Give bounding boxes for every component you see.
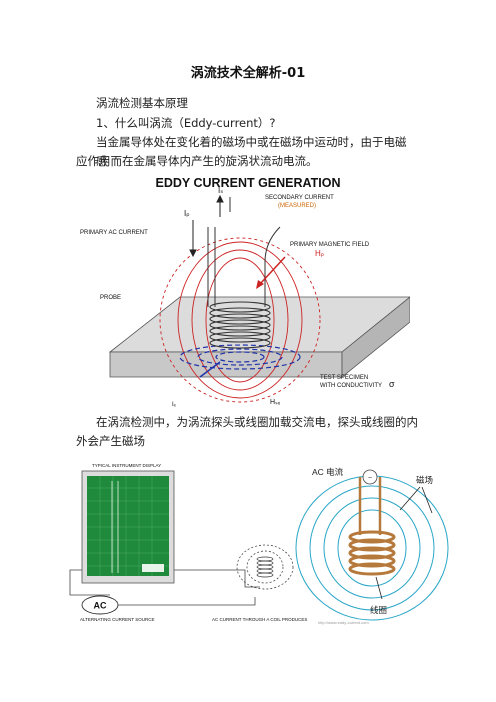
- question-heading: 1、什么叫涡流（Eddy-current）?: [96, 116, 276, 130]
- eddy-current-loops: [179, 344, 301, 370]
- label-measured: (MEASURED): [278, 203, 316, 209]
- paragraph-definition-line1: 当金属导体处在变化着的磁场中或在磁场中运动时，由于电磁感: [96, 135, 407, 168]
- svg-text:~: ~: [368, 475, 372, 482]
- ac-source: AC ALTERNATING CURRENT SOURCE: [80, 595, 155, 622]
- paragraph-probe-line1: 在涡流检测中，为涡流探头或线圈加载交流电，探头或线圈的内: [96, 415, 418, 429]
- small-coil: [236, 544, 294, 590]
- connection-wires: [69, 569, 260, 606]
- section-heading: 涡流检测基本原理: [96, 96, 188, 110]
- paragraph-probe-line2: 外会产生磁场: [76, 434, 145, 448]
- watermark: http://www.eddy-current.com: [318, 620, 369, 625]
- field-lines: [295, 475, 449, 621]
- paragraph-definition-line2: 应作用而在金属导体内产生的旋涡状流动电流。: [76, 154, 318, 168]
- label-primary-magnetic-field: PRIMARY MAGNETIC FIELD: [290, 242, 370, 248]
- coil-magnetic-field-figure: TYPICAL INSTRUMENT DISPLAY AC ALTERNATIN…: [69, 463, 449, 625]
- instrument-display: TYPICAL INSTRUMENT DISPLAY: [81, 463, 175, 584]
- ac-current-label: AC 电流: [312, 467, 344, 477]
- large-coil: [348, 477, 396, 576]
- label-secondary-current: SECONDARY CURRENT: [265, 195, 334, 201]
- label-hp: Hₚ: [315, 249, 324, 258]
- current-arrows: [189, 194, 224, 258]
- probe-coil: [209, 301, 271, 349]
- label-probe: PROBE: [100, 295, 121, 301]
- display-screen: [87, 476, 169, 576]
- field-label: 磁场: [416, 475, 433, 485]
- label-ip: Iₚ: [184, 209, 190, 218]
- eddy-arrow: [199, 361, 221, 378]
- label-conductivity: WITH CONDUCTIVITY: [320, 383, 382, 389]
- ac-source-caption: ALTERNATING CURRENT SOURCE: [80, 617, 155, 622]
- display-title: TYPICAL INSTRUMENT DISPLAY: [92, 463, 161, 468]
- figure1-heading: EDDY CURRENT GENERATION: [156, 176, 341, 190]
- coil-label: 线圈: [370, 605, 387, 615]
- label-ie: Iₑ: [172, 402, 177, 408]
- field-arrow: [259, 256, 286, 285]
- label-sigma: σ: [389, 379, 395, 389]
- label-is: Iₛ: [218, 186, 223, 195]
- eddy-current-generation-figure: EDDY CURRENT GENERATION: [80, 176, 410, 408]
- primary-field-lines: [159, 237, 321, 403]
- document-title: 涡流技术全解析-01: [190, 66, 306, 81]
- label-isw: Hₛₑ: [270, 399, 281, 406]
- label-test-specimen: TEST SPECIMEN: [320, 375, 368, 381]
- ac-label: AC: [94, 601, 107, 611]
- label-primary-ac-current: PRIMARY AC CURRENT: [80, 230, 148, 236]
- ac-source-icon: [362, 469, 378, 485]
- coil-wires: [207, 197, 281, 307]
- coil-caption: AC CURRENT THROUGH A COIL PRODUCES: [212, 617, 307, 622]
